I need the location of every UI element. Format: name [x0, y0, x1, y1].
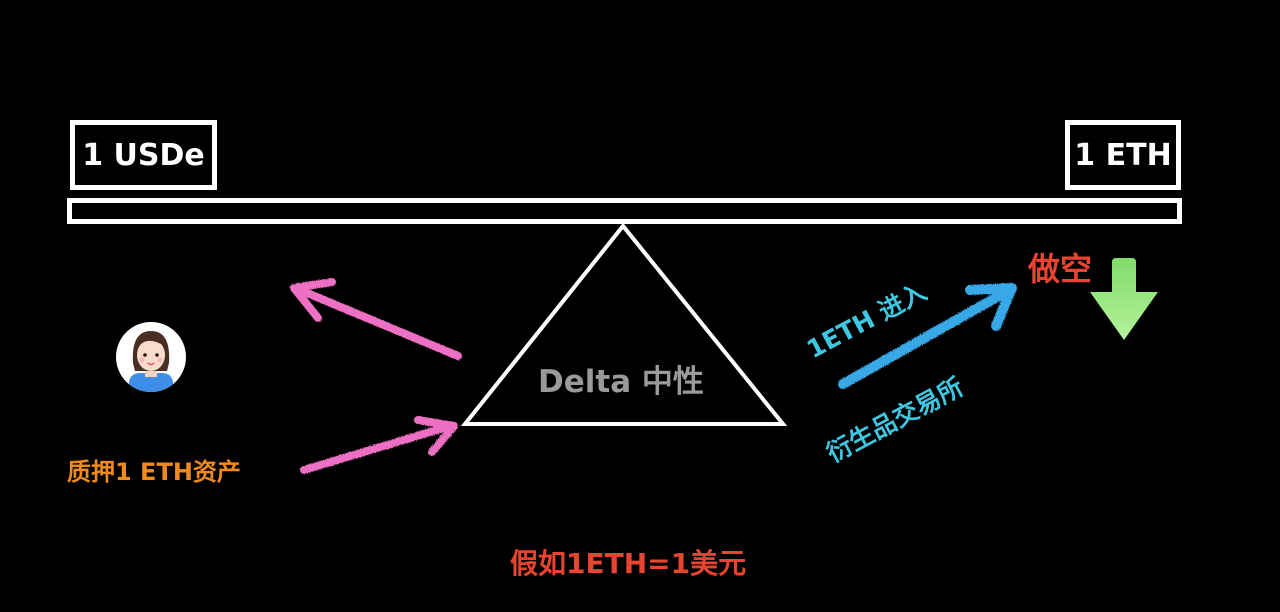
fulcrum-label: Delta 中性: [538, 364, 704, 400]
pink-arrow-down: [300, 416, 458, 474]
down-arrow-icon: [1090, 258, 1158, 340]
usde-label: 1 USDe: [82, 137, 205, 173]
short-label: 做空: [1028, 250, 1093, 288]
usde-box: 1 USDe: [70, 120, 217, 190]
eth-box: 1 ETH: [1065, 120, 1181, 190]
pink-arrow-up: [290, 278, 462, 360]
fulcrum-triangle: [460, 222, 788, 426]
balance-beam: [67, 198, 1182, 224]
blue-arrow: [838, 283, 1017, 389]
assumption-label: 假如1ETH=1美元: [510, 547, 747, 580]
eth-label: 1 ETH: [1074, 137, 1172, 173]
avatar-girl-icon: [116, 322, 186, 392]
collateral-label: 质押1 ETH资产: [67, 458, 241, 486]
